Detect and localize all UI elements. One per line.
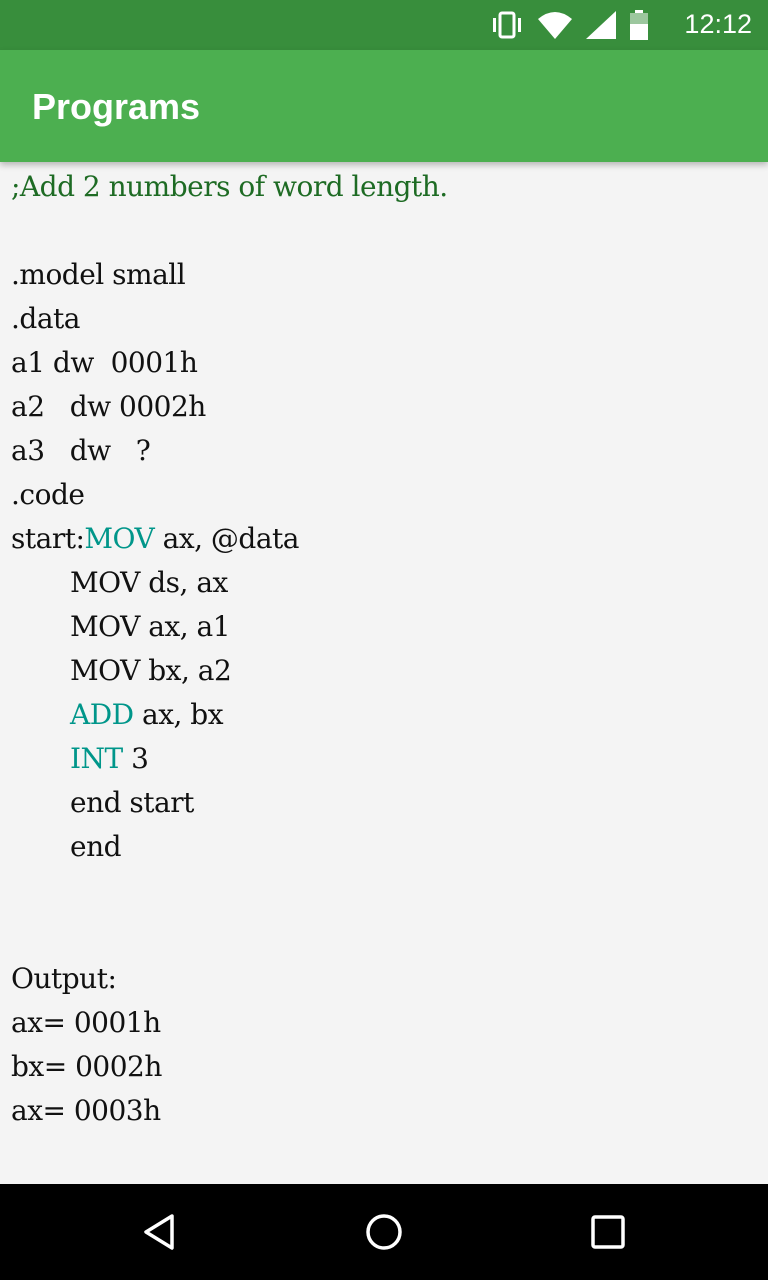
blank-line [11, 209, 448, 253]
keyword: ADD [70, 698, 134, 731]
app-bar: Programs [0, 50, 768, 162]
code-line: end [70, 830, 122, 863]
program-text: ;Add 2 numbers of word length. .model sm… [11, 165, 448, 1133]
code-line: a2 dw 0002h [11, 390, 206, 423]
page-title: Programs [32, 86, 201, 127]
operands: 3 [122, 742, 149, 775]
label: start: [11, 522, 85, 555]
vibrate-icon [493, 11, 521, 39]
code-comment: ;Add 2 numbers of word length. [11, 170, 448, 203]
code-line: MOV ax, a1 [70, 610, 231, 643]
code-line: .data [11, 302, 80, 335]
clock: 12:12 [684, 9, 752, 39]
blank-line [11, 869, 448, 913]
keyword: MOV [84, 522, 155, 555]
wifi-icon [538, 12, 572, 39]
output-line: ax= 0003h [11, 1094, 161, 1127]
code-line: start:MOV ax, @data [11, 517, 448, 561]
code-line: INT 3 [11, 737, 448, 781]
output-label: Output: [11, 962, 117, 995]
code-line: MOV ds, ax [70, 566, 228, 599]
battery-icon [630, 10, 648, 40]
recents-icon[interactable] [588, 1212, 628, 1252]
blank-line [11, 913, 448, 957]
output-line: bx= 0002h [11, 1050, 162, 1083]
code-line: a1 dw 0001h [11, 346, 198, 379]
code-line: MOV bx, a2 [70, 654, 232, 687]
code-line: end start [70, 786, 194, 819]
back-icon[interactable] [140, 1212, 180, 1252]
code-line: .model small [11, 258, 186, 291]
operands: ax, @data [154, 522, 300, 555]
code-line: a3 dw ? [11, 434, 151, 467]
signal-icon [586, 11, 616, 39]
navigation-bar [0, 1184, 768, 1280]
code-line: .code [11, 478, 85, 511]
status-bar: 12:12 [0, 0, 768, 50]
home-icon[interactable] [364, 1212, 404, 1252]
output-line: ax= 0001h [11, 1006, 161, 1039]
keyword: INT [70, 742, 123, 775]
code-line: ADD ax, bx [11, 693, 448, 737]
operands: ax, bx [133, 698, 224, 731]
